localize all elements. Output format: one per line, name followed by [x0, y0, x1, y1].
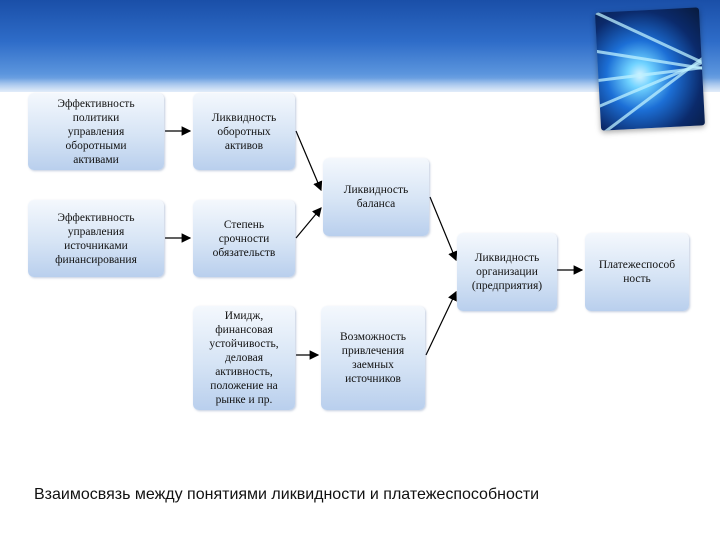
arrow-balance-to-organization [429, 196, 458, 262]
arrow-assets-to-balance [295, 130, 323, 192]
node-label: Ликвидность оборотных активов [211, 111, 277, 152]
node-policy-efficiency: Эффективность политики управления оборот… [28, 93, 164, 170]
node-label: Ликвидность организации (предприятия) [471, 252, 543, 292]
node-obligations-urgency: Степень срочности обязательств [193, 200, 295, 277]
diagram-caption: Взаимосвязь между понятиями ликвидности … [34, 486, 540, 503]
node-image: Имидж, финансовая устойчивость, деловая … [193, 306, 295, 410]
node-current-assets-liquidity: Ликвидность оборотных активов [193, 93, 295, 170]
node-organization-liquidity: Ликвидность организации (предприятия) [457, 233, 557, 311]
arrow-obligations-to-balance [295, 207, 322, 239]
node-solvency: Платежеспособ ность [585, 233, 689, 311]
node-label: Платежеспособ ность [598, 259, 676, 285]
node-sources-efficiency: Эффективность управления источниками фин… [28, 200, 164, 277]
arrow-borrowing-to-organization [425, 290, 457, 356]
node-label: Ликвидность баланса [343, 184, 409, 210]
node-label: Имидж, финансовая устойчивость, деловая … [209, 310, 279, 406]
node-balance-liquidity: Ликвидность баланса [323, 158, 429, 236]
node-label: Эффективность политики управления оборот… [57, 97, 135, 166]
node-borrowing-possibility: Возможность привлечения заемных источник… [321, 306, 425, 410]
node-label: Степень срочности обязательств [212, 218, 276, 259]
node-label: Эффективность управления источниками фин… [55, 211, 137, 266]
header-fade [0, 78, 720, 98]
node-label: Возможность привлечения заемных источник… [339, 331, 407, 385]
